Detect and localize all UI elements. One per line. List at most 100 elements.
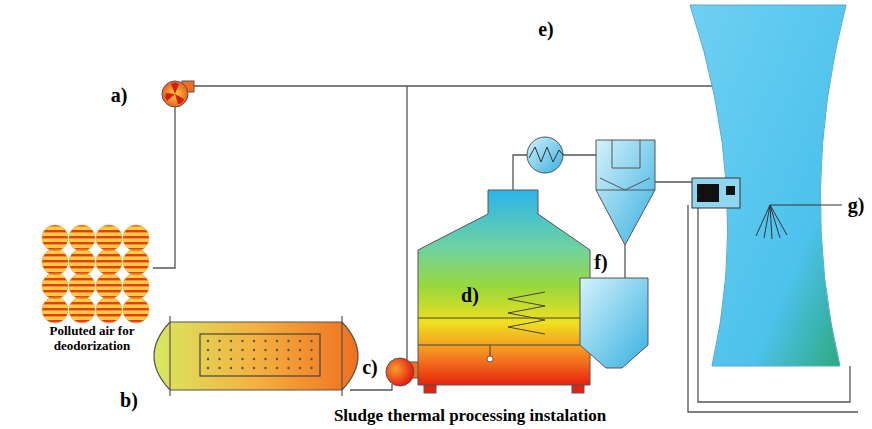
callout-letter: d)	[461, 284, 479, 307]
cyclone-vane	[600, 178, 650, 190]
dryer-dot	[310, 367, 312, 369]
dryer-dot	[253, 349, 255, 351]
furnace-body	[418, 190, 590, 385]
dryer-dot	[230, 367, 232, 369]
dryer-dot	[207, 340, 209, 342]
dryer-flange	[169, 316, 170, 396]
spray-nozzle	[756, 205, 842, 239]
callout-letter: e)	[538, 18, 554, 41]
exchanger-coil	[529, 147, 563, 162]
air-bubble	[42, 249, 68, 275]
ash-hopper	[580, 278, 648, 368]
burner-body	[386, 358, 414, 386]
callout-letter: b)	[120, 389, 138, 412]
dryer-dot	[253, 367, 255, 369]
callout-letter: c)	[362, 356, 378, 379]
dryer-symbol	[154, 316, 358, 396]
air-bubble	[96, 297, 122, 323]
pipe	[350, 384, 392, 390]
fan-symbol	[162, 81, 194, 107]
spray-pipe	[770, 205, 842, 206]
dryer-dot	[287, 340, 289, 342]
pipe	[624, 245, 625, 278]
fan-blade	[165, 93, 175, 101]
dryer-dot	[299, 349, 301, 351]
pipe	[188, 85, 720, 86]
dryer-dot	[241, 358, 243, 360]
spray-jet	[764, 205, 770, 238]
dryer-dot	[276, 349, 278, 351]
dryer-dot	[287, 349, 289, 351]
spray-jet	[770, 205, 787, 235]
callout-letter: g)	[848, 194, 865, 217]
pipe	[406, 86, 407, 360]
air-bubble	[69, 249, 95, 275]
dryer-dots	[207, 340, 313, 369]
dryer-dot	[230, 358, 232, 360]
air-bubble	[123, 249, 149, 275]
dryer-dot	[299, 367, 301, 369]
air-bubble	[123, 273, 149, 299]
source-label: Polluted air for deodorization	[33, 324, 151, 354]
callout-letter: f)	[594, 251, 607, 274]
air-bubble	[96, 249, 122, 275]
pipe	[153, 107, 175, 268]
air-bubble	[69, 297, 95, 323]
dryer-dot	[264, 358, 266, 360]
dryer-dot	[218, 340, 220, 342]
control-box	[692, 178, 740, 208]
furnace-leg	[424, 385, 436, 393]
dryer-dot	[253, 340, 255, 342]
fan-blade	[171, 83, 179, 95]
polluted-air-icon	[42, 225, 149, 323]
air-bubble	[42, 273, 68, 299]
dryer-dot	[276, 358, 278, 360]
fan-housing	[162, 81, 188, 107]
dryer-dot	[299, 340, 301, 342]
fan-blade	[175, 94, 184, 104]
dryer-dot	[253, 358, 255, 360]
air-bubble	[96, 273, 122, 299]
dryer-dot	[287, 367, 289, 369]
figure-caption: Sludge thermal processing instalation	[334, 406, 606, 426]
furnace-bed-line	[418, 318, 590, 319]
dryer-belt	[200, 334, 320, 376]
control-button	[726, 186, 735, 195]
pipe	[655, 181, 692, 182]
dryer-dot	[310, 349, 312, 351]
cyclone-body	[596, 140, 655, 245]
dryer-dot	[264, 367, 266, 369]
control-screen	[697, 184, 719, 202]
stack-symbol	[690, 5, 846, 366]
dryer-dot	[230, 349, 232, 351]
dryer-dot	[207, 358, 209, 360]
dryer-drum	[154, 322, 358, 390]
dryer-dot	[218, 367, 220, 369]
dryer-dot	[276, 367, 278, 369]
dryer-dot	[264, 340, 266, 342]
dryer-dot	[310, 358, 312, 360]
air-bubble	[123, 225, 149, 251]
dryer-dot	[241, 367, 243, 369]
air-bubble	[123, 297, 149, 323]
exchanger-shell	[527, 137, 563, 173]
dryer-dot	[310, 340, 312, 342]
heat-exchanger-symbol	[527, 137, 563, 173]
heating-coil	[508, 292, 545, 334]
dryer-dot	[207, 367, 209, 369]
dryer-dot	[264, 349, 266, 351]
pipe	[563, 154, 596, 155]
air-bubble	[42, 297, 68, 323]
air-bubble	[42, 225, 68, 251]
dryer-dot	[230, 340, 232, 342]
nozzle-dot	[487, 356, 493, 362]
dryer-dot	[299, 358, 301, 360]
stack-shell	[690, 5, 846, 366]
furnace-leg	[572, 385, 584, 393]
nozzle-stem	[490, 345, 491, 356]
dryer-dot	[276, 340, 278, 342]
dryer-dot	[218, 358, 220, 360]
air-bubble	[69, 273, 95, 299]
spray-jet	[756, 205, 770, 236]
furnace-bed-line	[418, 345, 590, 346]
